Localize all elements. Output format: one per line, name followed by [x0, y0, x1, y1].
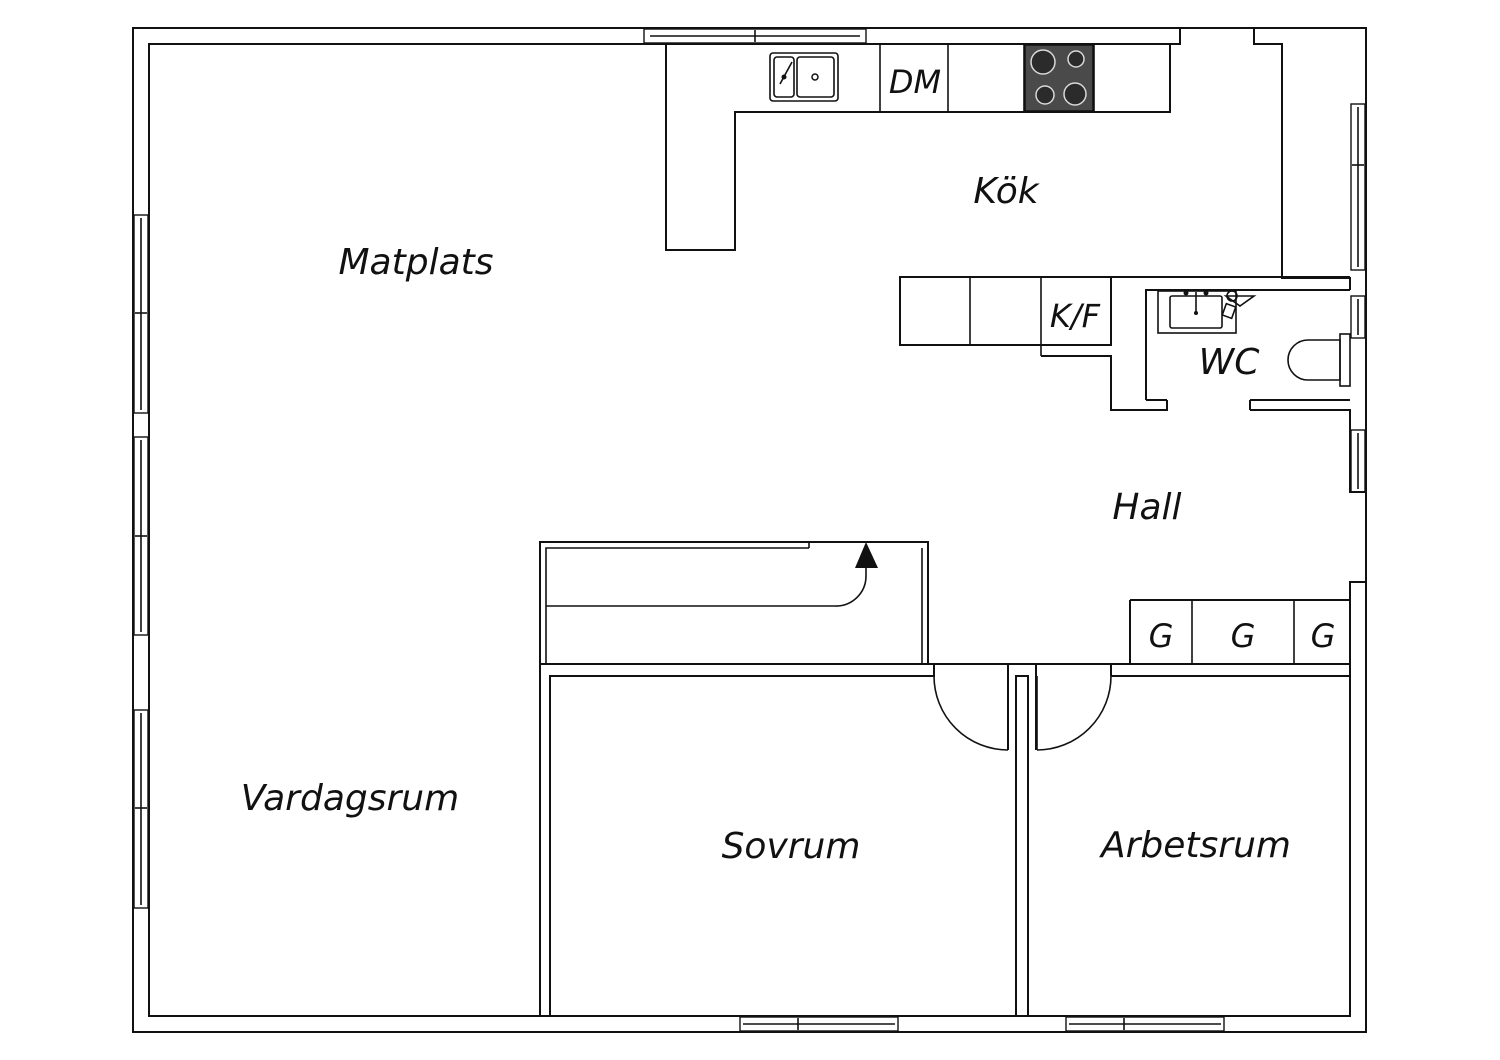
stove-icon	[1024, 44, 1094, 112]
stair-block	[539, 541, 929, 664]
fridge-counter	[899, 276, 1168, 411]
room-label-vardagsrum: Vardagsrum	[241, 778, 459, 819]
windows	[133, 28, 1366, 1032]
wardrobe-label-2: G	[1231, 617, 1256, 655]
kitchen-counter	[665, 44, 1171, 251]
room-label-hall: Hall	[1112, 487, 1181, 528]
sink-icon	[769, 52, 839, 102]
washbasin-icon	[1157, 290, 1257, 334]
wc-walls	[1110, 276, 1366, 493]
room-label-wc: WC	[1199, 342, 1261, 383]
interior-walls	[539, 599, 1350, 1016]
wardrobe-label-1: G	[1149, 617, 1174, 655]
fridge-freezer-label: K/F	[1050, 297, 1101, 335]
room-label-kok: Kök	[973, 171, 1040, 212]
wardrobe-label-3: G	[1311, 617, 1336, 655]
dishwasher-label: DM	[889, 63, 941, 101]
stair-arrow-icon	[855, 542, 878, 568]
toilet-icon	[1287, 333, 1351, 387]
room-label-sovrum: Sovrum	[722, 826, 861, 867]
exterior-walls	[132, 27, 1367, 1033]
room-label-matplats: Matplats	[338, 242, 493, 283]
door-swings	[933, 675, 1112, 751]
room-label-arbetsrum: Arbetsrum	[1099, 825, 1291, 866]
